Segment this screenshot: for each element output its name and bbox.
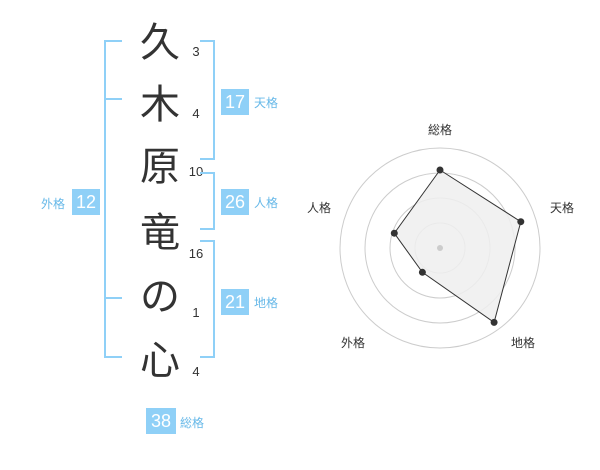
- radar-point: [418, 268, 426, 276]
- name-char-4: 竜: [140, 210, 180, 256]
- soukaku-value-badge: 38: [146, 408, 176, 434]
- radar-ring: [339, 147, 541, 349]
- radar-points: [390, 166, 525, 326]
- radar-axis-label-gaikaku: 外格: [341, 336, 366, 350]
- name-char-2: 木: [140, 82, 180, 128]
- gaikaku-label: 外格: [41, 197, 66, 211]
- stroke-count-1: 3: [192, 44, 200, 59]
- chikaku-value-badge: 21: [221, 289, 249, 315]
- jinkaku-label: 人格: [254, 196, 279, 210]
- radar-point: [390, 229, 398, 237]
- name-char-6: 心: [140, 338, 180, 384]
- radar-area: [393, 169, 522, 324]
- name-char-5: の: [140, 274, 180, 320]
- chikaku-label: 地格: [254, 296, 279, 310]
- tenkaku-value-badge: 17: [221, 89, 249, 115]
- radar-point: [517, 218, 525, 226]
- stroke-count-6: 4: [192, 364, 200, 379]
- tenkaku-label: 天格: [254, 96, 279, 110]
- radar-axis-label-tenkaku: 天格: [550, 201, 575, 215]
- radar-point: [490, 318, 498, 326]
- radar-point: [436, 166, 444, 174]
- name-char-3: 原: [140, 144, 180, 190]
- stroke-count-5: 1: [192, 305, 200, 320]
- soukaku-label: 総格: [180, 416, 205, 430]
- stroke-count-4: 16: [188, 246, 204, 261]
- jinkaku-value-badge: 26: [221, 189, 249, 215]
- radar-center: [437, 245, 443, 251]
- name-char-1: 久: [140, 20, 180, 66]
- radar-axis-label-chikaku: 地格: [511, 336, 536, 350]
- radar-axis-label-soukaku: 総格: [428, 123, 453, 137]
- gaikaku-value-badge: 12: [72, 189, 100, 215]
- stroke-count-3: 10: [188, 164, 204, 179]
- stroke-count-2: 4: [192, 106, 200, 121]
- radar-axis-label-jinkaku: 人格: [307, 201, 332, 215]
